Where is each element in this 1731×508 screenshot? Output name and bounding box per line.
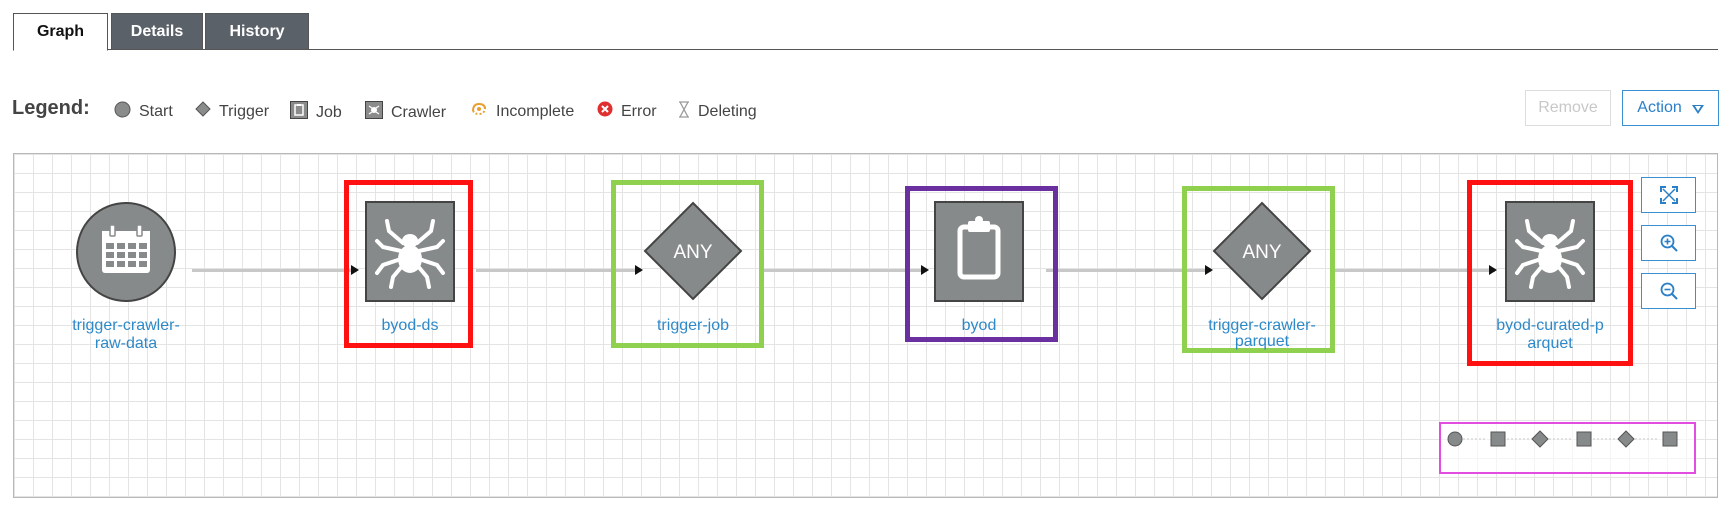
spider-icon bbox=[1505, 201, 1595, 302]
trigger-node[interactable]: ANY bbox=[643, 201, 743, 306]
highlight-box-red bbox=[1467, 180, 1633, 366]
start-node[interactable] bbox=[75, 201, 177, 308]
label-line: parquet bbox=[1234, 333, 1290, 350]
node-label-byod-ds[interactable]: byod-ds bbox=[335, 317, 485, 335]
legend-crawler: Crawler bbox=[365, 101, 446, 124]
diamond-icon: ANY bbox=[1212, 201, 1312, 301]
graph-edge bbox=[1330, 265, 1497, 275]
legend-label: Start bbox=[139, 103, 173, 120]
trigger-glyph: ANY bbox=[1242, 242, 1281, 263]
label-line: trigger-crawler- bbox=[72, 317, 180, 334]
spider-icon bbox=[365, 201, 455, 302]
zoom-out-button[interactable] bbox=[1641, 273, 1696, 309]
action-button-label: Action bbox=[1637, 99, 1682, 116]
node-label-trigger-job[interactable]: trigger-job bbox=[618, 317, 768, 335]
workflow-graph-canvas[interactable]: trigger-crawler- raw-data byod-ds ANY tr… bbox=[13, 153, 1718, 498]
tab-details[interactable]: Details bbox=[111, 13, 203, 50]
hourglass-icon bbox=[678, 101, 690, 123]
crawler-node[interactable] bbox=[365, 201, 455, 307]
label-line: trigger-crawler- bbox=[1208, 317, 1316, 334]
zoom-in-button[interactable] bbox=[1641, 225, 1696, 261]
highlight-box-red bbox=[344, 180, 473, 348]
label-line: arquet bbox=[1527, 335, 1573, 352]
calendar-icon bbox=[76, 202, 176, 302]
error-icon bbox=[597, 101, 613, 122]
caret-down-icon bbox=[1691, 104, 1704, 114]
label-line: byod bbox=[961, 317, 997, 334]
legend-label: Incomplete bbox=[496, 102, 575, 120]
graph-edge bbox=[1046, 265, 1213, 275]
graph-minimap[interactable] bbox=[1439, 422, 1696, 474]
minimap-preview bbox=[1447, 430, 1678, 448]
arrowhead-icon bbox=[351, 265, 359, 275]
job-node[interactable] bbox=[934, 201, 1024, 307]
crawler-icon bbox=[365, 101, 383, 124]
highlight-box-purple bbox=[905, 186, 1058, 342]
graph-edge bbox=[762, 265, 929, 275]
legend-deleting: Deleting bbox=[678, 101, 757, 123]
trigger-node[interactable]: ANY bbox=[1212, 201, 1312, 306]
zoom-out-icon bbox=[1660, 282, 1678, 300]
tab-history[interactable]: History bbox=[205, 13, 309, 50]
node-label-byod[interactable]: byod bbox=[904, 317, 1054, 335]
legend-job: Job bbox=[290, 101, 342, 124]
diamond-icon: ANY bbox=[643, 201, 743, 301]
expand-icon bbox=[1659, 186, 1678, 204]
legend-error: Error bbox=[597, 101, 657, 122]
remove-button-label: Remove bbox=[1538, 99, 1598, 116]
legend-label: Deleting bbox=[698, 103, 757, 120]
label-line: raw-data bbox=[94, 335, 158, 352]
tab-graph[interactable]: Graph bbox=[13, 13, 108, 51]
remove-button[interactable]: Remove bbox=[1525, 90, 1611, 126]
incomplete-icon bbox=[470, 101, 488, 122]
legend-trigger: Trigger bbox=[195, 101, 269, 122]
legend-title: Legend: bbox=[12, 97, 90, 119]
legend-label: Trigger bbox=[219, 102, 270, 120]
action-button[interactable]: Action bbox=[1622, 90, 1719, 126]
circle-icon bbox=[114, 101, 131, 123]
legend-label: Error bbox=[621, 102, 657, 120]
zoom-in-icon bbox=[1660, 234, 1678, 252]
trigger-glyph: ANY bbox=[673, 242, 712, 263]
legend-start: Start bbox=[114, 101, 173, 123]
legend-incomplete: Incomplete bbox=[470, 101, 574, 122]
crawler-node[interactable] bbox=[1505, 201, 1595, 307]
legend-label: Crawler bbox=[391, 103, 447, 121]
node-label-trigger-crawler-parquet[interactable]: trigger-crawler- parquet bbox=[1187, 317, 1337, 351]
graph-edge bbox=[476, 265, 643, 275]
label-line: byod-curated-p bbox=[1496, 317, 1604, 334]
graph-edge bbox=[192, 265, 359, 275]
arrowhead-icon bbox=[1205, 265, 1213, 275]
arrowhead-icon bbox=[635, 265, 643, 275]
arrowhead-icon bbox=[921, 265, 929, 275]
highlight-box-green bbox=[1182, 186, 1335, 353]
node-label-byod-curated-parquet[interactable]: byod-curated-p arquet bbox=[1475, 317, 1625, 353]
legend-label: Job bbox=[316, 103, 342, 121]
fit-to-screen-button[interactable] bbox=[1641, 177, 1696, 213]
label-line: trigger-job bbox=[656, 317, 730, 334]
tab-bar: Graph Details History bbox=[13, 13, 1718, 51]
diamond-icon bbox=[195, 101, 211, 122]
node-label-start[interactable]: trigger-crawler- raw-data bbox=[51, 317, 201, 353]
label-line: byod-ds bbox=[381, 317, 439, 334]
job-icon bbox=[290, 101, 308, 124]
highlight-box-green bbox=[611, 180, 764, 348]
arrowhead-icon bbox=[1489, 265, 1497, 275]
clipboard-icon bbox=[934, 201, 1024, 302]
